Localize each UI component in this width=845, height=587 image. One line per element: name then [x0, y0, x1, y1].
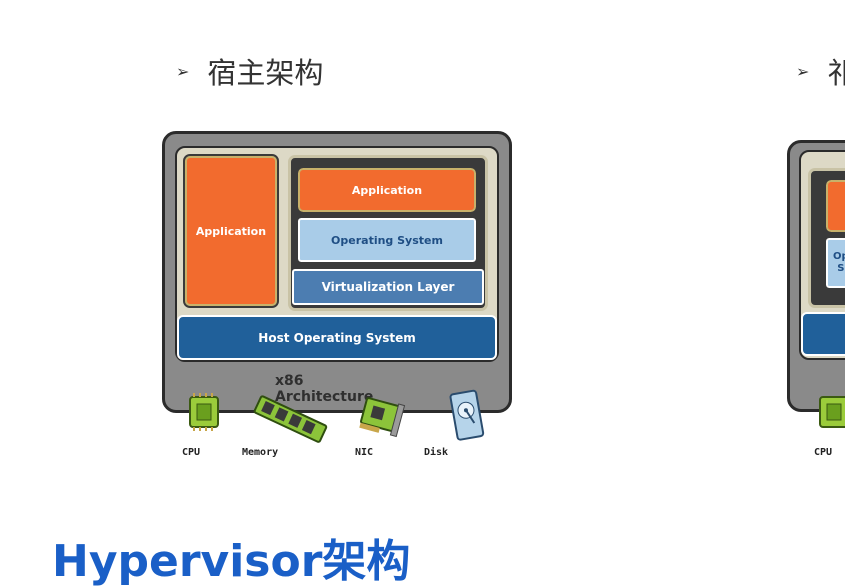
vm-application-box — [824, 178, 845, 234]
guest-os-box: Operating System — [296, 216, 478, 264]
memory-stick-icon — [253, 395, 328, 443]
vm-application-box: Application — [296, 166, 478, 214]
application-box: Application — [183, 154, 279, 308]
bullet-text: 祁 — [827, 56, 845, 90]
arrow-bullet-icon: ➢ — [176, 61, 190, 81]
arrow-bullet-icon: ➢ — [796, 61, 810, 81]
host-os-box — [801, 312, 845, 356]
bullet-right-architecture: ➢ 祁 — [796, 50, 845, 92]
bullet-hosted-architecture: ➢ 宿主架构 — [176, 50, 323, 92]
bullet-text: 宿主架构 — [207, 56, 324, 90]
virtualization-layer-box: Virtualization Layer — [292, 269, 484, 305]
section-title: Hypervisor架构 — [52, 536, 411, 587]
cpu-chip-icon — [819, 396, 845, 428]
nic-label: NIC — [355, 447, 374, 458]
cpu-chip-icon — [189, 393, 219, 431]
disk-label: Disk — [424, 447, 449, 458]
guest-os-box: Op S — [824, 236, 845, 290]
host-os-box: Host Operating System — [177, 315, 497, 360]
cpu-label: CPU — [814, 447, 833, 458]
cpu-label: CPU — [182, 447, 201, 458]
architecture-label: x86 Architecture — [275, 373, 374, 405]
memory-label: Memory — [242, 447, 279, 458]
nic-card-icon — [359, 397, 406, 438]
disk-drive-icon — [449, 389, 485, 441]
